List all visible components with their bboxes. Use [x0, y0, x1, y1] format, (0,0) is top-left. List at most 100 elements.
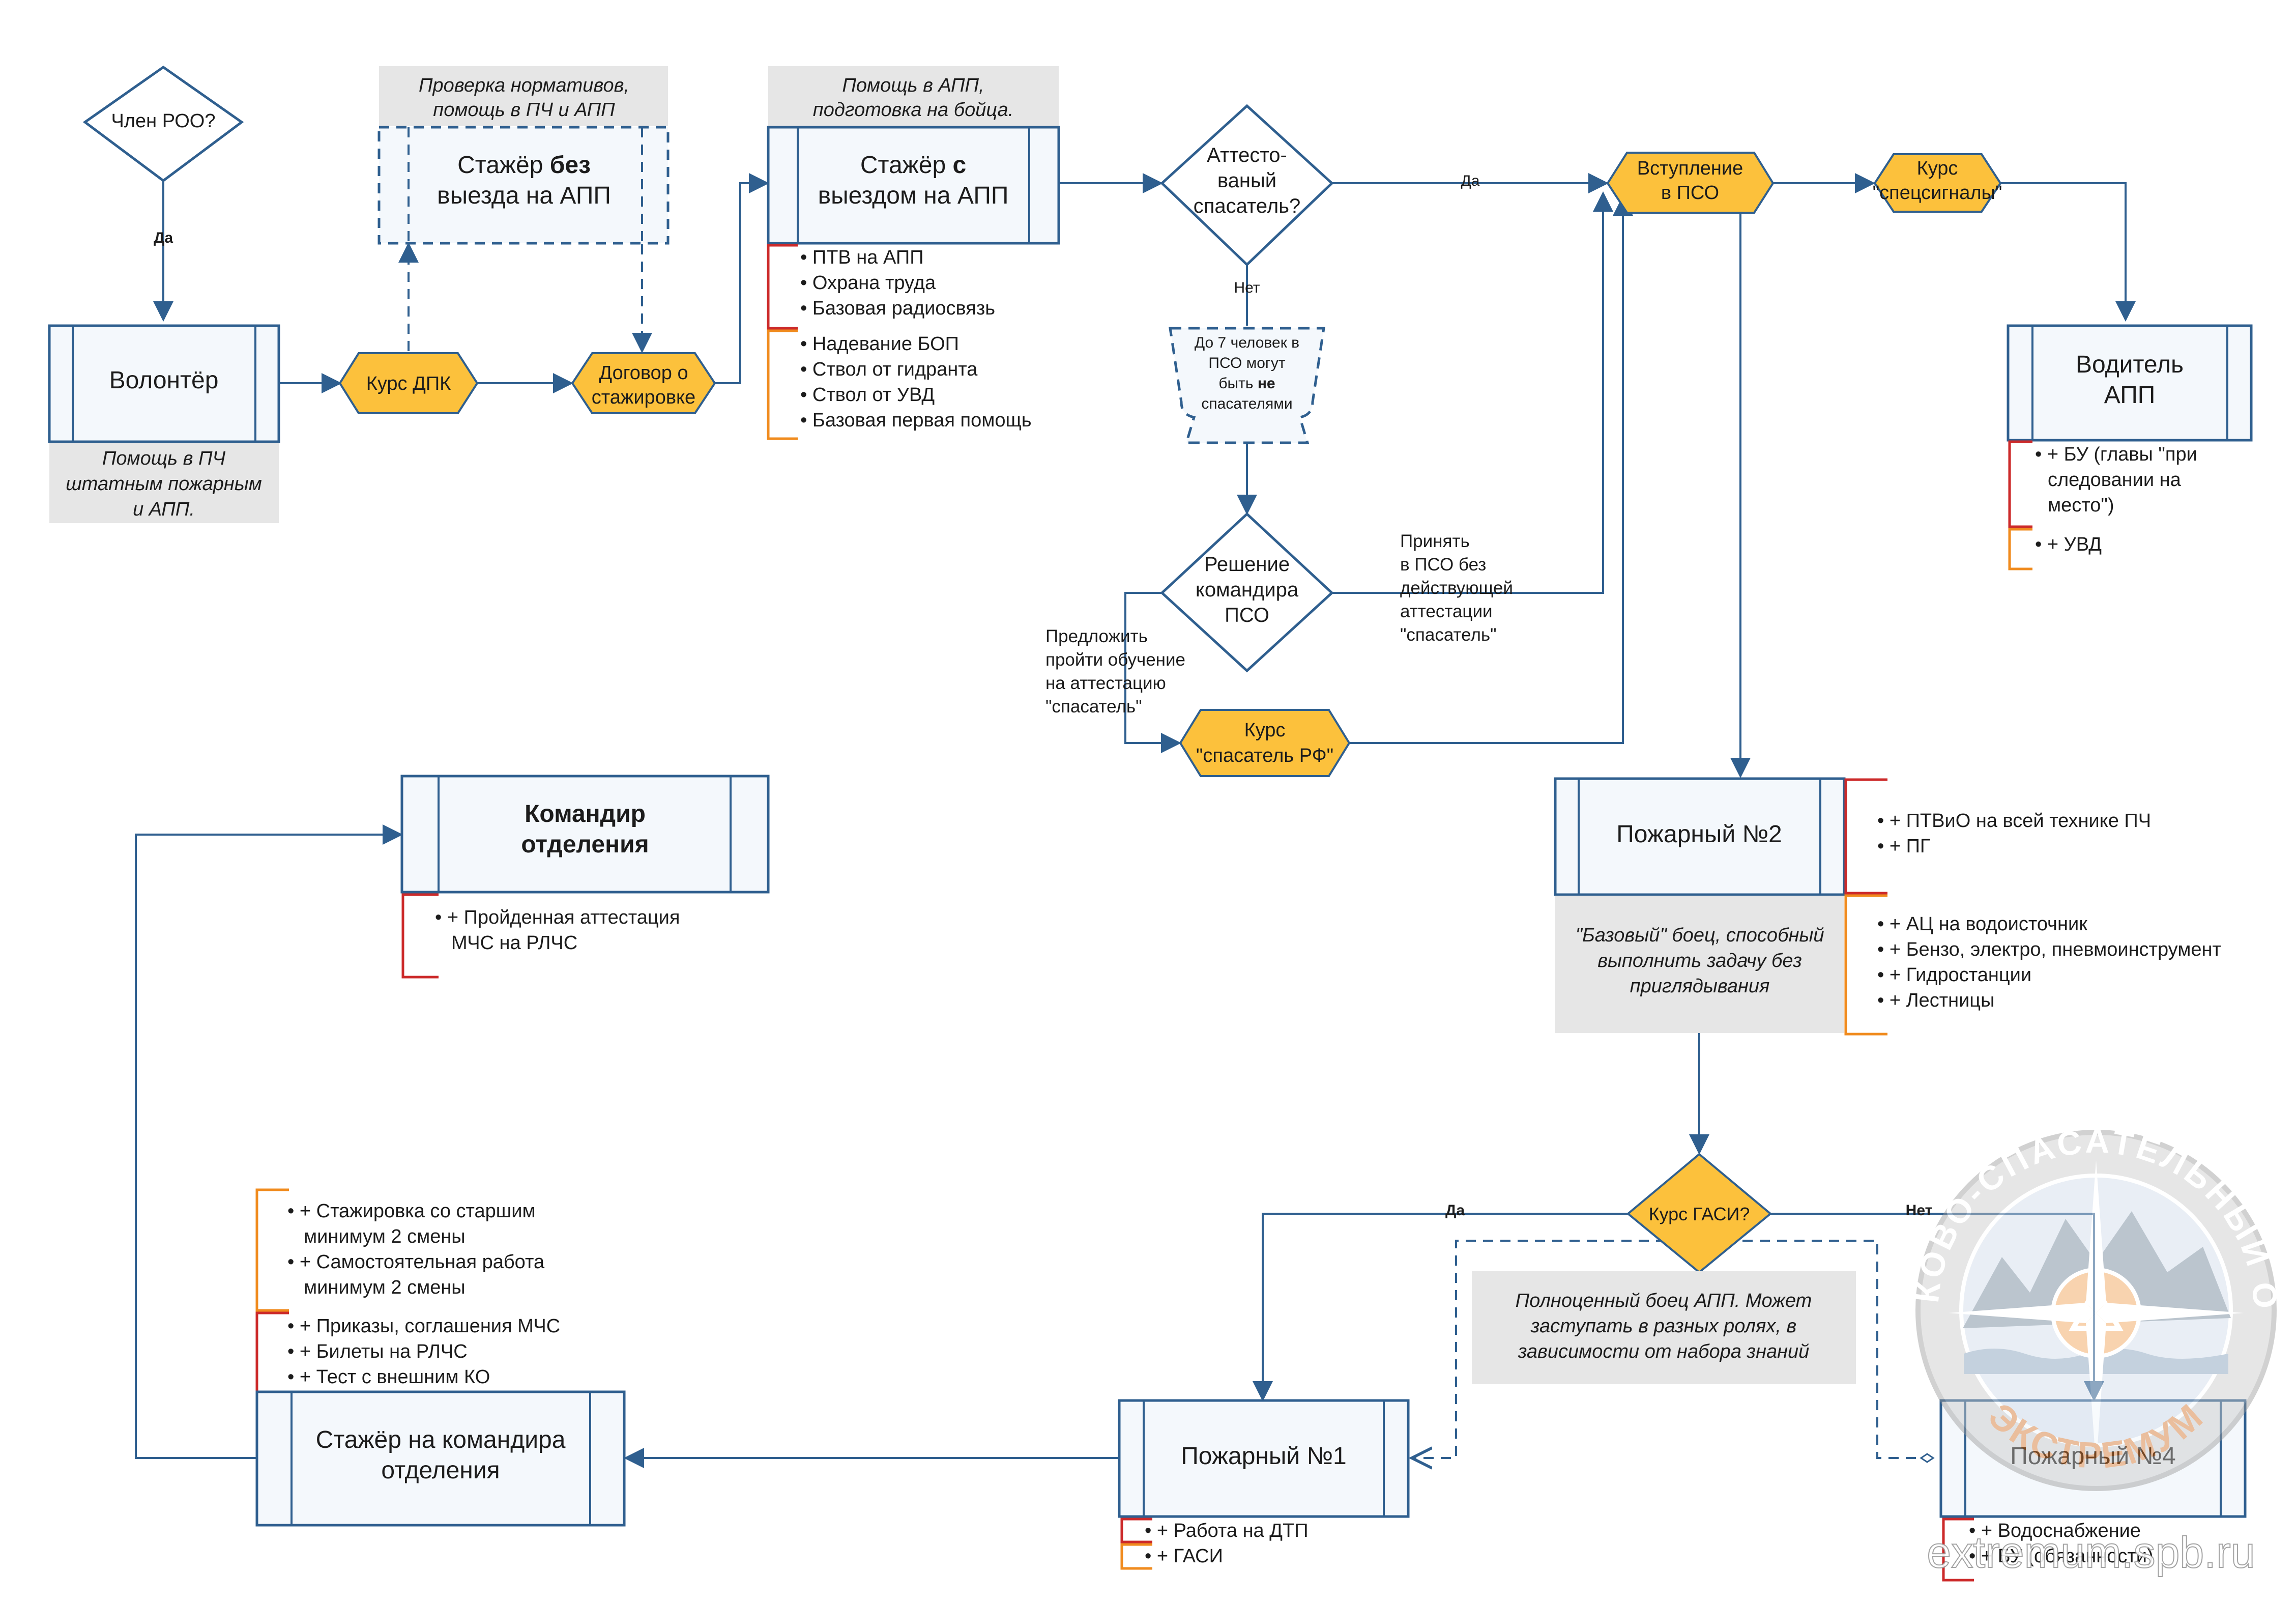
- svg-text:Вступление: Вступление: [1637, 158, 1743, 179]
- svg-text:стажировке: стажировке: [592, 387, 695, 408]
- svg-text:Аттесто-: Аттесто-: [1207, 144, 1287, 166]
- label-yes-member: Да: [154, 230, 173, 246]
- svg-text:"Базовый" боец, способный: "Базовый" боец, способный: [1576, 925, 1824, 946]
- edge-rescuer-join: [1349, 195, 1633, 744]
- driver-skills: • + БУ (главы "при следовании на место")…: [2008, 440, 2197, 570]
- svg-text:• + Водоснабжение: • + Водоснабжение: [1969, 1520, 2141, 1541]
- svg-text:и АПП.: и АПП.: [133, 499, 195, 520]
- decision-member-label: Член РОО?: [111, 110, 216, 132]
- decision-certified: Аттесто- ваный спасатель?: [1160, 104, 1334, 267]
- svg-text:Предложить: Предложить: [1045, 626, 1148, 646]
- svg-text:отделения: отделения: [381, 1457, 500, 1484]
- course-gasi: Курс ГАСИ?: [1626, 1153, 1772, 1274]
- svg-text:выездом на АПП: выездом на АПП: [818, 182, 1009, 209]
- course-dpk: Курс ДПК: [338, 352, 479, 414]
- svg-text:• + БУ (обязанности): • + БУ (обязанности): [1969, 1546, 2154, 1567]
- offer-label: Предложить пройти обучение на аттестацию…: [1045, 626, 1185, 717]
- svg-text:Курс: Курс: [1244, 720, 1286, 741]
- watermark-site: extremum.spb.ru: [1927, 1528, 2255, 1577]
- svg-text:подготовка на бойца.: подготовка на бойца.: [813, 99, 1013, 121]
- svg-text:быть не: быть не: [1218, 375, 1275, 392]
- svg-text:• + АЦ на водоисточник: • + АЦ на водоисточник: [1877, 913, 2087, 935]
- svg-text:"спасатель": "спасатель": [1400, 625, 1497, 645]
- svg-text:место"): место"): [2048, 495, 2114, 516]
- accept-label: Принять в ПСО без действующей аттестации…: [1400, 531, 1513, 645]
- full-fighter-note: Полноценный боец АПП. Может заступать в …: [1472, 1271, 1856, 1384]
- svg-text:Пожарный №4: Пожарный №4: [2010, 1443, 2176, 1470]
- edge-trainee-commander-commander: [135, 824, 403, 1459]
- svg-text:• Ствол от гидранта: • Ствол от гидранта: [800, 359, 978, 380]
- svg-text:ваный: ваный: [1217, 169, 1276, 192]
- svg-text:ПСО: ПСО: [1225, 604, 1269, 626]
- svg-text:минимум 2 смены: минимум 2 смены: [304, 1226, 466, 1247]
- trainee-commander-box: Стажёр на командира отделения: [255, 1390, 626, 1527]
- svg-text:Пожарный №2: Пожарный №2: [1616, 821, 1782, 848]
- decision-commander: Решение командира ПСО: [1160, 512, 1334, 673]
- svg-text:• + Тест с внешним КО: • + Тест с внешним КО: [287, 1366, 490, 1388]
- course-signals: Курс "спецсигналы": [1873, 153, 2002, 213]
- svg-text:• + УВД: • + УВД: [2035, 534, 2102, 555]
- svg-text:Принять: Принять: [1400, 531, 1470, 551]
- svg-text:приглядывания: приглядывания: [1630, 976, 1770, 997]
- svg-text:• + ГАСИ: • + ГАСИ: [1145, 1546, 1223, 1567]
- svg-text:пройти обучение: пройти обучение: [1045, 650, 1185, 670]
- svg-text:заступать в разных ролях, в: заступать в разных ролях, в: [1530, 1316, 1796, 1337]
- svg-text:• + Стажировка со старшим: • + Стажировка со старшим: [287, 1200, 536, 1222]
- svg-text:спасатель?: спасатель?: [1194, 195, 1301, 217]
- label-no-certified: Нет: [1234, 279, 1260, 296]
- svg-text:Курс ГАСИ?: Курс ГАСИ?: [1649, 1204, 1750, 1224]
- svg-text:• Надевание БОП: • Надевание БОП: [800, 333, 959, 355]
- decision-member: Член РОО?: [82, 65, 244, 183]
- svg-text:в ПСО: в ПСО: [1661, 182, 1719, 204]
- svg-text:Командир: Командир: [525, 800, 646, 827]
- svg-text:Проверка нормативов,: Проверка нормативов,: [419, 75, 629, 96]
- join-pso: Вступление в ПСО: [1606, 152, 1775, 214]
- svg-text:• + БУ (главы "при: • + БУ (главы "при: [2035, 444, 2197, 465]
- svg-text:ПСО могут: ПСО могут: [1208, 355, 1285, 371]
- svg-text:следовании на: следовании на: [2048, 469, 2182, 491]
- edge-diamond-endpoint: [1920, 1453, 1935, 1463]
- svg-text:штатным пожарным: штатным пожарным: [66, 473, 262, 495]
- svg-text:• + Приказы, соглашения МЧС: • + Приказы, соглашения МЧС: [287, 1316, 560, 1337]
- svg-text:• Охрана труда: • Охрана труда: [800, 272, 936, 294]
- svg-text:Водитель: Водитель: [2076, 351, 2184, 378]
- svg-text:в ПСО без: в ПСО без: [1400, 555, 1486, 575]
- svg-text:"спасатель РФ": "спасатель РФ": [1196, 745, 1333, 766]
- svg-text:зависимости от набора знаний: зависимости от набора знаний: [1518, 1341, 1810, 1362]
- svg-text:Пожарный №1: Пожарный №1: [1181, 1443, 1347, 1470]
- svg-text:спасателями: спасателями: [1201, 395, 1292, 412]
- svg-text:выезда на АПП: выезда на АПП: [437, 182, 611, 209]
- svg-text:До 7 человек в: До 7 человек в: [1195, 334, 1299, 351]
- svg-text:• Ствол от УВД: • Ствол от УВД: [800, 384, 935, 406]
- commander-box: Командир отделения: [400, 775, 770, 894]
- driver-box: Водитель АПП: [2007, 324, 2253, 442]
- svg-text:Решение: Решение: [1204, 553, 1290, 576]
- course-rescuer: Курс "спасатель РФ": [1179, 709, 1351, 777]
- svg-text:• + Билеты на РЛЧС: • + Билеты на РЛЧС: [287, 1341, 468, 1362]
- fireman4-box: Пожарный №4: [1939, 1399, 2247, 1518]
- fireman1-box: Пожарный №1: [1118, 1399, 1410, 1518]
- trainee-commander-skills: • + Стажировка со старшим минимум 2 смен…: [255, 1188, 560, 1396]
- svg-text:"спасатель": "спасатель": [1045, 697, 1142, 717]
- svg-text:• + Гидростанции: • + Гидростанции: [1877, 964, 2031, 986]
- svg-text:Помощь в ПЧ: Помощь в ПЧ: [102, 448, 226, 469]
- trainee-no-note: Проверка нормативов, помощь в ПЧ и АПП: [379, 66, 668, 126]
- edge-signals-driver: [2000, 182, 2136, 322]
- fireman1-skills: • + Работа на ДТП • + ГАСИ: [1120, 1518, 1309, 1570]
- svg-text:отделения: отделения: [521, 831, 649, 858]
- svg-text:командира: командира: [1196, 579, 1299, 601]
- edge-contract-trainee-with: [715, 173, 769, 384]
- course-dpk-label: Курс ДПК: [366, 373, 451, 394]
- svg-text:• Базовая радиосвязь: • Базовая радиосвязь: [800, 298, 995, 319]
- svg-text:Договор о: Договор о: [599, 362, 688, 384]
- svg-text:действующей: действующей: [1400, 578, 1513, 598]
- svg-text:• ПТВ на АПП: • ПТВ на АПП: [800, 247, 924, 268]
- trainee-with-box: Стажёр с выездом на АПП: [767, 126, 1060, 245]
- svg-text:минимум 2 смены: минимум 2 смены: [304, 1277, 466, 1298]
- fireman4-skills: • + Водоснабжение • + БУ (обязанности): [1942, 1518, 2154, 1582]
- svg-text:• + Пройденная аттестация: • + Пройденная аттестация: [435, 907, 680, 928]
- edge-decision-join: [1332, 191, 1613, 594]
- edge-gasi-fireman1: [1253, 1213, 1628, 1402]
- svg-text:• + Бензо, электро, пневмоинст: • + Бензо, электро, пневмоинструмент: [1877, 939, 2221, 960]
- fireman2-box: Пожарный №2: [1554, 777, 1846, 896]
